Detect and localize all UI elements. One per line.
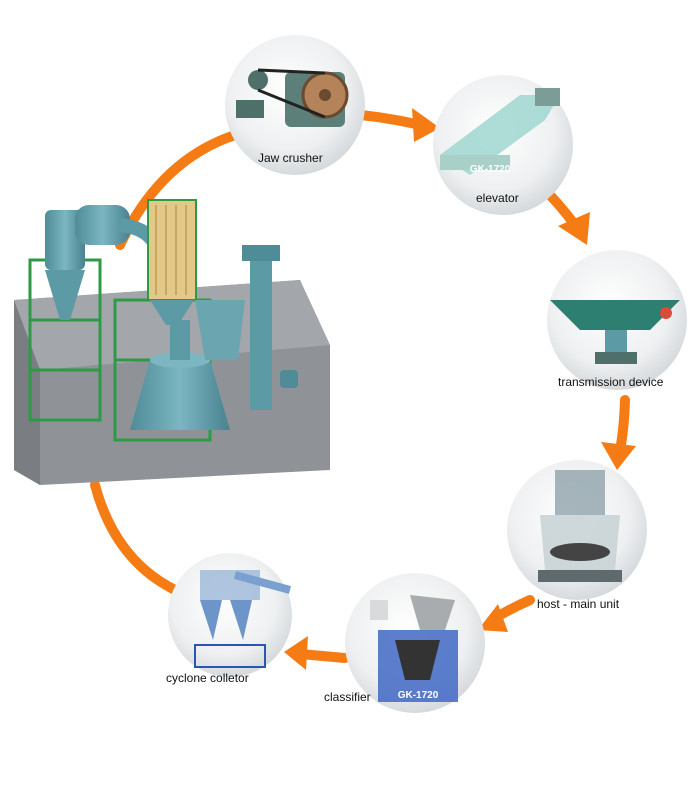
jaw-crusher-machine-icon bbox=[236, 68, 349, 127]
arrow-head-elevator bbox=[412, 108, 440, 142]
stage-classifier: GK-1720 bbox=[345, 573, 485, 713]
stage-elevator bbox=[433, 75, 573, 215]
label-elevator: elevator bbox=[476, 191, 519, 205]
arrow-head-cyclone bbox=[284, 636, 308, 670]
arrow-head-classifier bbox=[478, 604, 508, 632]
arrow-heads bbox=[284, 108, 636, 670]
elevator-machine-icon bbox=[440, 88, 560, 175]
stage-jaw-crusher bbox=[225, 35, 365, 175]
host-main-unit-icon bbox=[538, 470, 622, 582]
stage-cyclone-colletor bbox=[168, 553, 292, 677]
cyclone-colletor-icon bbox=[194, 570, 292, 668]
label-classifier: classifier bbox=[324, 690, 371, 704]
transmission-device-icon bbox=[550, 300, 680, 364]
classifier-icon bbox=[370, 595, 458, 702]
elevator-tag: GK-1720 bbox=[470, 164, 511, 175]
grinding-plant-illustration bbox=[14, 199, 330, 485]
label-host-main-unit: host - main unit bbox=[537, 597, 620, 611]
arrow-head-transmission bbox=[558, 212, 590, 245]
stage-transmission-device bbox=[547, 250, 687, 390]
label-transmission-device: transmission device bbox=[558, 375, 664, 389]
stage-host-main-unit bbox=[507, 460, 647, 600]
classifier-tag: GK-1720 bbox=[398, 690, 439, 701]
label-jaw-crusher: Jaw crusher bbox=[258, 151, 323, 165]
flow-arc-plant-to-cyclone bbox=[90, 480, 180, 595]
label-cyclone-colletor: cyclone colletor bbox=[166, 671, 249, 685]
flow-arc-crusher-to-elevator bbox=[355, 110, 425, 130]
arrow-head-host bbox=[601, 442, 636, 470]
flow-arc-transmission-to-host bbox=[615, 395, 630, 455]
